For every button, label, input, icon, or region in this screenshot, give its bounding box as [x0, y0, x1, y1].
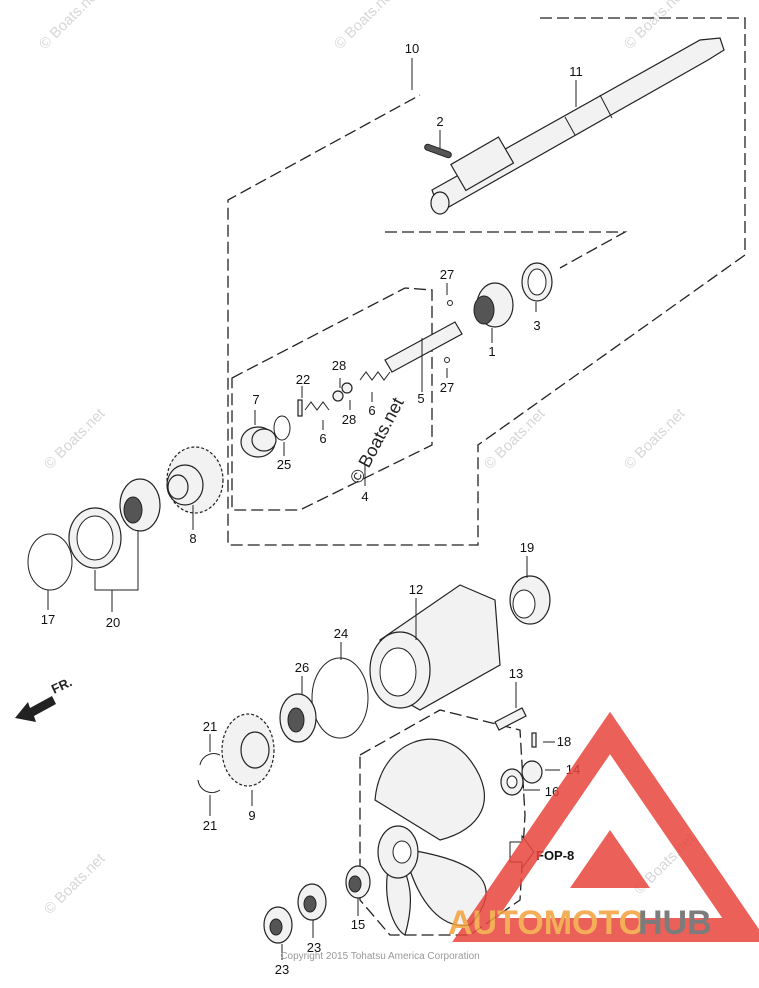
center-watermark: © Boats.net — [346, 394, 408, 487]
callout-8: 8 — [189, 531, 196, 546]
logo-text-a: AUTOMOTO — [448, 904, 645, 942]
reverse-gear — [221, 713, 275, 787]
callouts: 10 11 2 27 3 1 27 5 28 28 22 6 6 7 25 4 … — [41, 41, 583, 977]
spring — [304, 371, 391, 411]
copyright: Copyright 2015 Tohatsu America Corporati… — [280, 951, 479, 962]
propeller — [374, 738, 487, 936]
shaft-group-divider — [385, 231, 628, 269]
shift-rod — [384, 321, 463, 373]
callout-28: 28 — [342, 412, 356, 427]
propeller-group-outline — [359, 709, 526, 936]
callout-21: 21 — [203, 818, 217, 833]
callout-6: 6 — [368, 403, 375, 418]
callout-4: 4 — [361, 489, 368, 504]
callout-2: 2 — [436, 114, 443, 129]
callout-26: 26 — [295, 660, 309, 675]
retaining-ring — [273, 415, 291, 441]
callout-1: 1 — [488, 344, 495, 359]
callout-24: 24 — [334, 626, 348, 641]
watermark: © Boats.net — [41, 850, 109, 918]
cotter-pin — [531, 732, 537, 748]
callout-28: 28 — [332, 358, 346, 373]
leader-lines — [47, 58, 577, 960]
callout-23: 23 — [275, 962, 289, 977]
thrust-holder — [263, 883, 327, 944]
callout-25: 25 — [277, 457, 291, 472]
pin — [424, 143, 452, 159]
callout-5: 5 — [417, 391, 424, 406]
callout-3: 3 — [533, 318, 540, 333]
spacer — [345, 865, 371, 899]
ball-27a — [447, 300, 453, 306]
callout-15: 15 — [351, 917, 365, 932]
callout-11: 11 — [569, 64, 583, 79]
callout-9: 9 — [248, 808, 255, 823]
bolt — [494, 707, 527, 731]
callout-19: 19 — [520, 540, 534, 555]
bearing-race — [68, 478, 161, 569]
shim-ring — [27, 533, 73, 591]
watermark: © Boats.net — [36, 0, 104, 53]
watermark: © Boats.net — [481, 405, 549, 473]
plunger — [240, 426, 277, 458]
callout-10: 10 — [405, 41, 419, 56]
callout-23: 23 — [307, 940, 321, 955]
logo-text-b: HUB — [638, 904, 712, 942]
bearing-carrier — [369, 584, 501, 711]
callout-12: 12 — [409, 582, 423, 597]
shaft-group-outline — [227, 17, 746, 546]
callout-6: 6 — [319, 431, 326, 446]
pin-22 — [297, 399, 303, 417]
propeller-shaft — [430, 37, 725, 215]
fop-label: FOP-8 — [536, 848, 574, 863]
automotohub-logo: AUTOMOTO HUB — [448, 711, 759, 942]
front-label: FR. — [49, 674, 74, 696]
callout-17: 17 — [41, 612, 55, 627]
watermark: © Boats.net — [621, 0, 689, 53]
callout-13: 13 — [509, 666, 523, 681]
ball-27b — [444, 357, 450, 363]
ball-28b — [332, 390, 344, 402]
needle-bearing — [509, 575, 551, 625]
bevel-gear — [166, 446, 224, 514]
watermark: © Boats.net — [331, 0, 399, 53]
callout-7: 7 — [252, 392, 259, 407]
watermark: © Boats.net — [41, 405, 109, 473]
nut — [521, 760, 543, 784]
callout-20: 20 — [106, 615, 120, 630]
shift-rod-group-outline — [231, 287, 433, 511]
ball-28a — [341, 382, 353, 394]
front-direction-arrow: FR. — [15, 674, 74, 722]
callout-27: 27 — [440, 380, 454, 395]
snap-ring — [197, 753, 221, 794]
callout-22: 22 — [296, 372, 310, 387]
watermark: © Boats.net — [621, 405, 689, 473]
callout-27: 27 — [440, 267, 454, 282]
ball-bearing — [279, 693, 317, 743]
o-ring — [311, 657, 369, 739]
callout-21: 21 — [203, 719, 217, 734]
clutch-dog — [473, 282, 514, 328]
callout-18: 18 — [557, 734, 571, 749]
